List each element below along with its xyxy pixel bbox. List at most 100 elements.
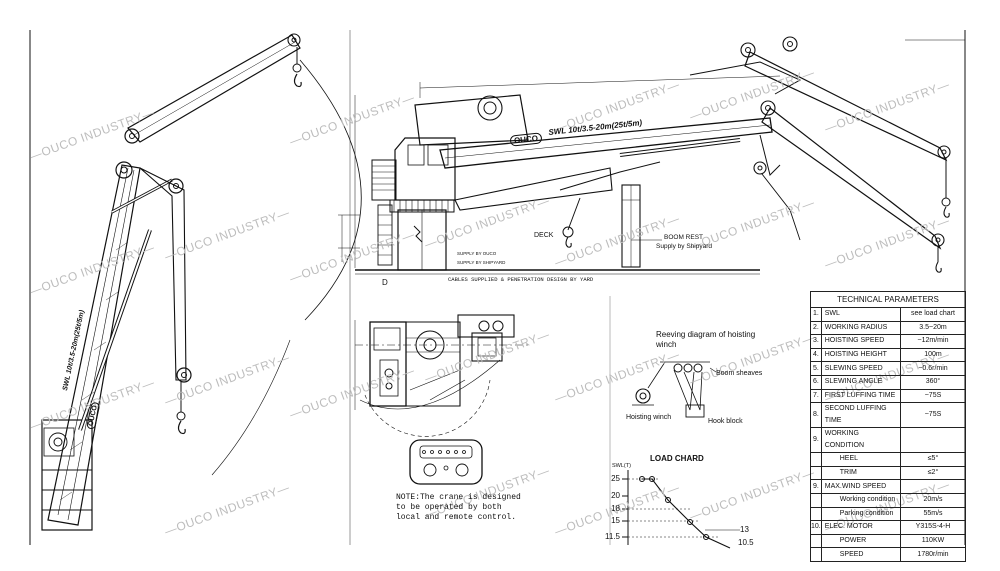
left-crane-elevation: [41, 33, 362, 531]
point-label-10-5: 10.5: [738, 538, 754, 547]
row-number: [810, 492, 822, 508]
row-number: 9.: [810, 427, 822, 454]
remote-control: [409, 439, 483, 485]
parameter-name: POWER: [820, 533, 902, 549]
point-label-13: 13: [740, 525, 749, 534]
knuckle-sheave: [115, 161, 133, 179]
parameter-value: 360°: [900, 374, 966, 390]
winch-house: [41, 419, 93, 531]
table-row: TRIM≤2°: [810, 465, 966, 481]
parameter-name: SPEED: [820, 547, 902, 562]
parameter-name: TRIM: [820, 465, 902, 481]
parameter-value: [900, 479, 966, 494]
note-text: NOTE:The crane is designed to be operate…: [396, 493, 521, 522]
supply-shipyard-label: SUPPLY BY SHIPYARD: [457, 260, 506, 265]
parameter-name: HOISTING HEIGHT: [820, 347, 902, 363]
row-number: [810, 533, 822, 549]
deck-label: DECK: [534, 232, 554, 239]
lower-jib: [761, 107, 942, 250]
parameter-value: 55m/s: [900, 506, 966, 522]
parameter-value: ~12m/min: [900, 334, 966, 349]
parameter-name: SECOND LUFFING TIME: [820, 402, 902, 429]
table-row: 9.WORKING CONDITION: [810, 427, 966, 454]
ytick-18: 18: [611, 504, 620, 513]
cables-label: CABLES SUPPLIED & PENETRATION DESIGN BY …: [448, 276, 594, 283]
load-chart-ylabel: SWL(T): [612, 463, 631, 469]
ytick-25: 25: [611, 474, 620, 483]
side-horizontal-boom: [439, 117, 773, 169]
parameter-name: WORKING CONDITION: [820, 427, 902, 454]
load-chart: [622, 470, 740, 549]
hook-block-label: Hook block: [708, 418, 743, 425]
reeving-title: Reeving diagram of hoisting winch: [656, 330, 756, 349]
parameter-name: SLEWING SPEED: [820, 361, 902, 376]
table-row: 7.FIRST LUFFING TIME~75S: [810, 388, 966, 404]
row-number: 4.: [810, 347, 822, 363]
side-elevation: [338, 36, 965, 275]
parameter-value: 20m/s: [900, 492, 966, 508]
parameter-value: ≤5°: [900, 452, 966, 467]
row-number: [810, 547, 822, 562]
supply-ouco-label: SUPPLY BY OUCO: [457, 251, 497, 256]
main-boom: [47, 164, 141, 526]
table-title: TECHNICAL PARAMETERS: [810, 291, 966, 308]
hoisting-winch-label: Hoisting winch: [626, 414, 672, 421]
boom-rest-label: BOOM REST: [664, 234, 704, 241]
jib: [127, 34, 301, 143]
plan-view: [354, 314, 530, 437]
load-chart-title: LOAD CHARD: [650, 454, 704, 463]
d-mark: D: [382, 278, 388, 287]
parameter-value: ≤2°: [900, 465, 966, 481]
parameter-name: WORKING RADIUS: [820, 320, 902, 336]
parameter-name: HOISTING SPEED: [820, 334, 902, 349]
parameter-value: 100m: [900, 347, 966, 363]
parameter-name: SWL: [820, 307, 902, 322]
row-number: [810, 465, 822, 481]
parameter-value: ~75S: [900, 388, 966, 404]
ytick-20: 20: [611, 491, 620, 500]
parameter-value: [900, 427, 966, 454]
row-number: 7.: [810, 388, 822, 404]
row-number: 5.: [810, 361, 822, 376]
table-row: 8.SECOND LUFFING TIME~75S: [810, 402, 966, 429]
row-number: 10.: [810, 520, 822, 535]
parameter-name: Working condition: [820, 492, 902, 508]
parameter-name: SLEWING ANGLE: [820, 374, 902, 390]
machine-house: [394, 137, 456, 201]
parameter-name: HEEL: [820, 452, 902, 467]
row-number: 1.: [810, 307, 822, 322]
parameter-value: 3.5~20m: [900, 320, 966, 336]
boom-rest-sub-label: Supply by Shipyard: [656, 243, 713, 250]
parameter-value: 110KW: [900, 533, 966, 549]
boom-sheaves-label: Boom sheaves: [716, 370, 763, 377]
parameter-name: MAX.WIND SPEED: [820, 479, 902, 494]
plan-deck-arc: [364, 379, 491, 437]
parameter-name: ELEC. MOTOR: [820, 520, 902, 535]
table-row: 3.HOISTING SPEED~12m/min: [810, 334, 966, 349]
parameter-value: 1780r/min: [900, 547, 966, 562]
ytick-15: 15: [611, 516, 620, 525]
table-row: 5.SLEWING SPEED~0.6r/min: [810, 361, 966, 376]
load-curve: [642, 478, 731, 549]
row-number: 8.: [810, 402, 822, 429]
parameter-name: Parking condition: [820, 506, 902, 522]
row-number: 6.: [810, 374, 822, 390]
table-row: 9.MAX.WIND SPEED: [810, 479, 966, 494]
row-number: [810, 506, 822, 522]
table-row: HEEL≤5°: [810, 452, 966, 467]
row-number: 9.: [810, 479, 822, 494]
reeving-diagram: [632, 361, 717, 418]
row-number: 3.: [810, 334, 822, 349]
parameter-name: FIRST LUFFING TIME: [820, 388, 902, 404]
row-number: 2.: [810, 320, 822, 336]
